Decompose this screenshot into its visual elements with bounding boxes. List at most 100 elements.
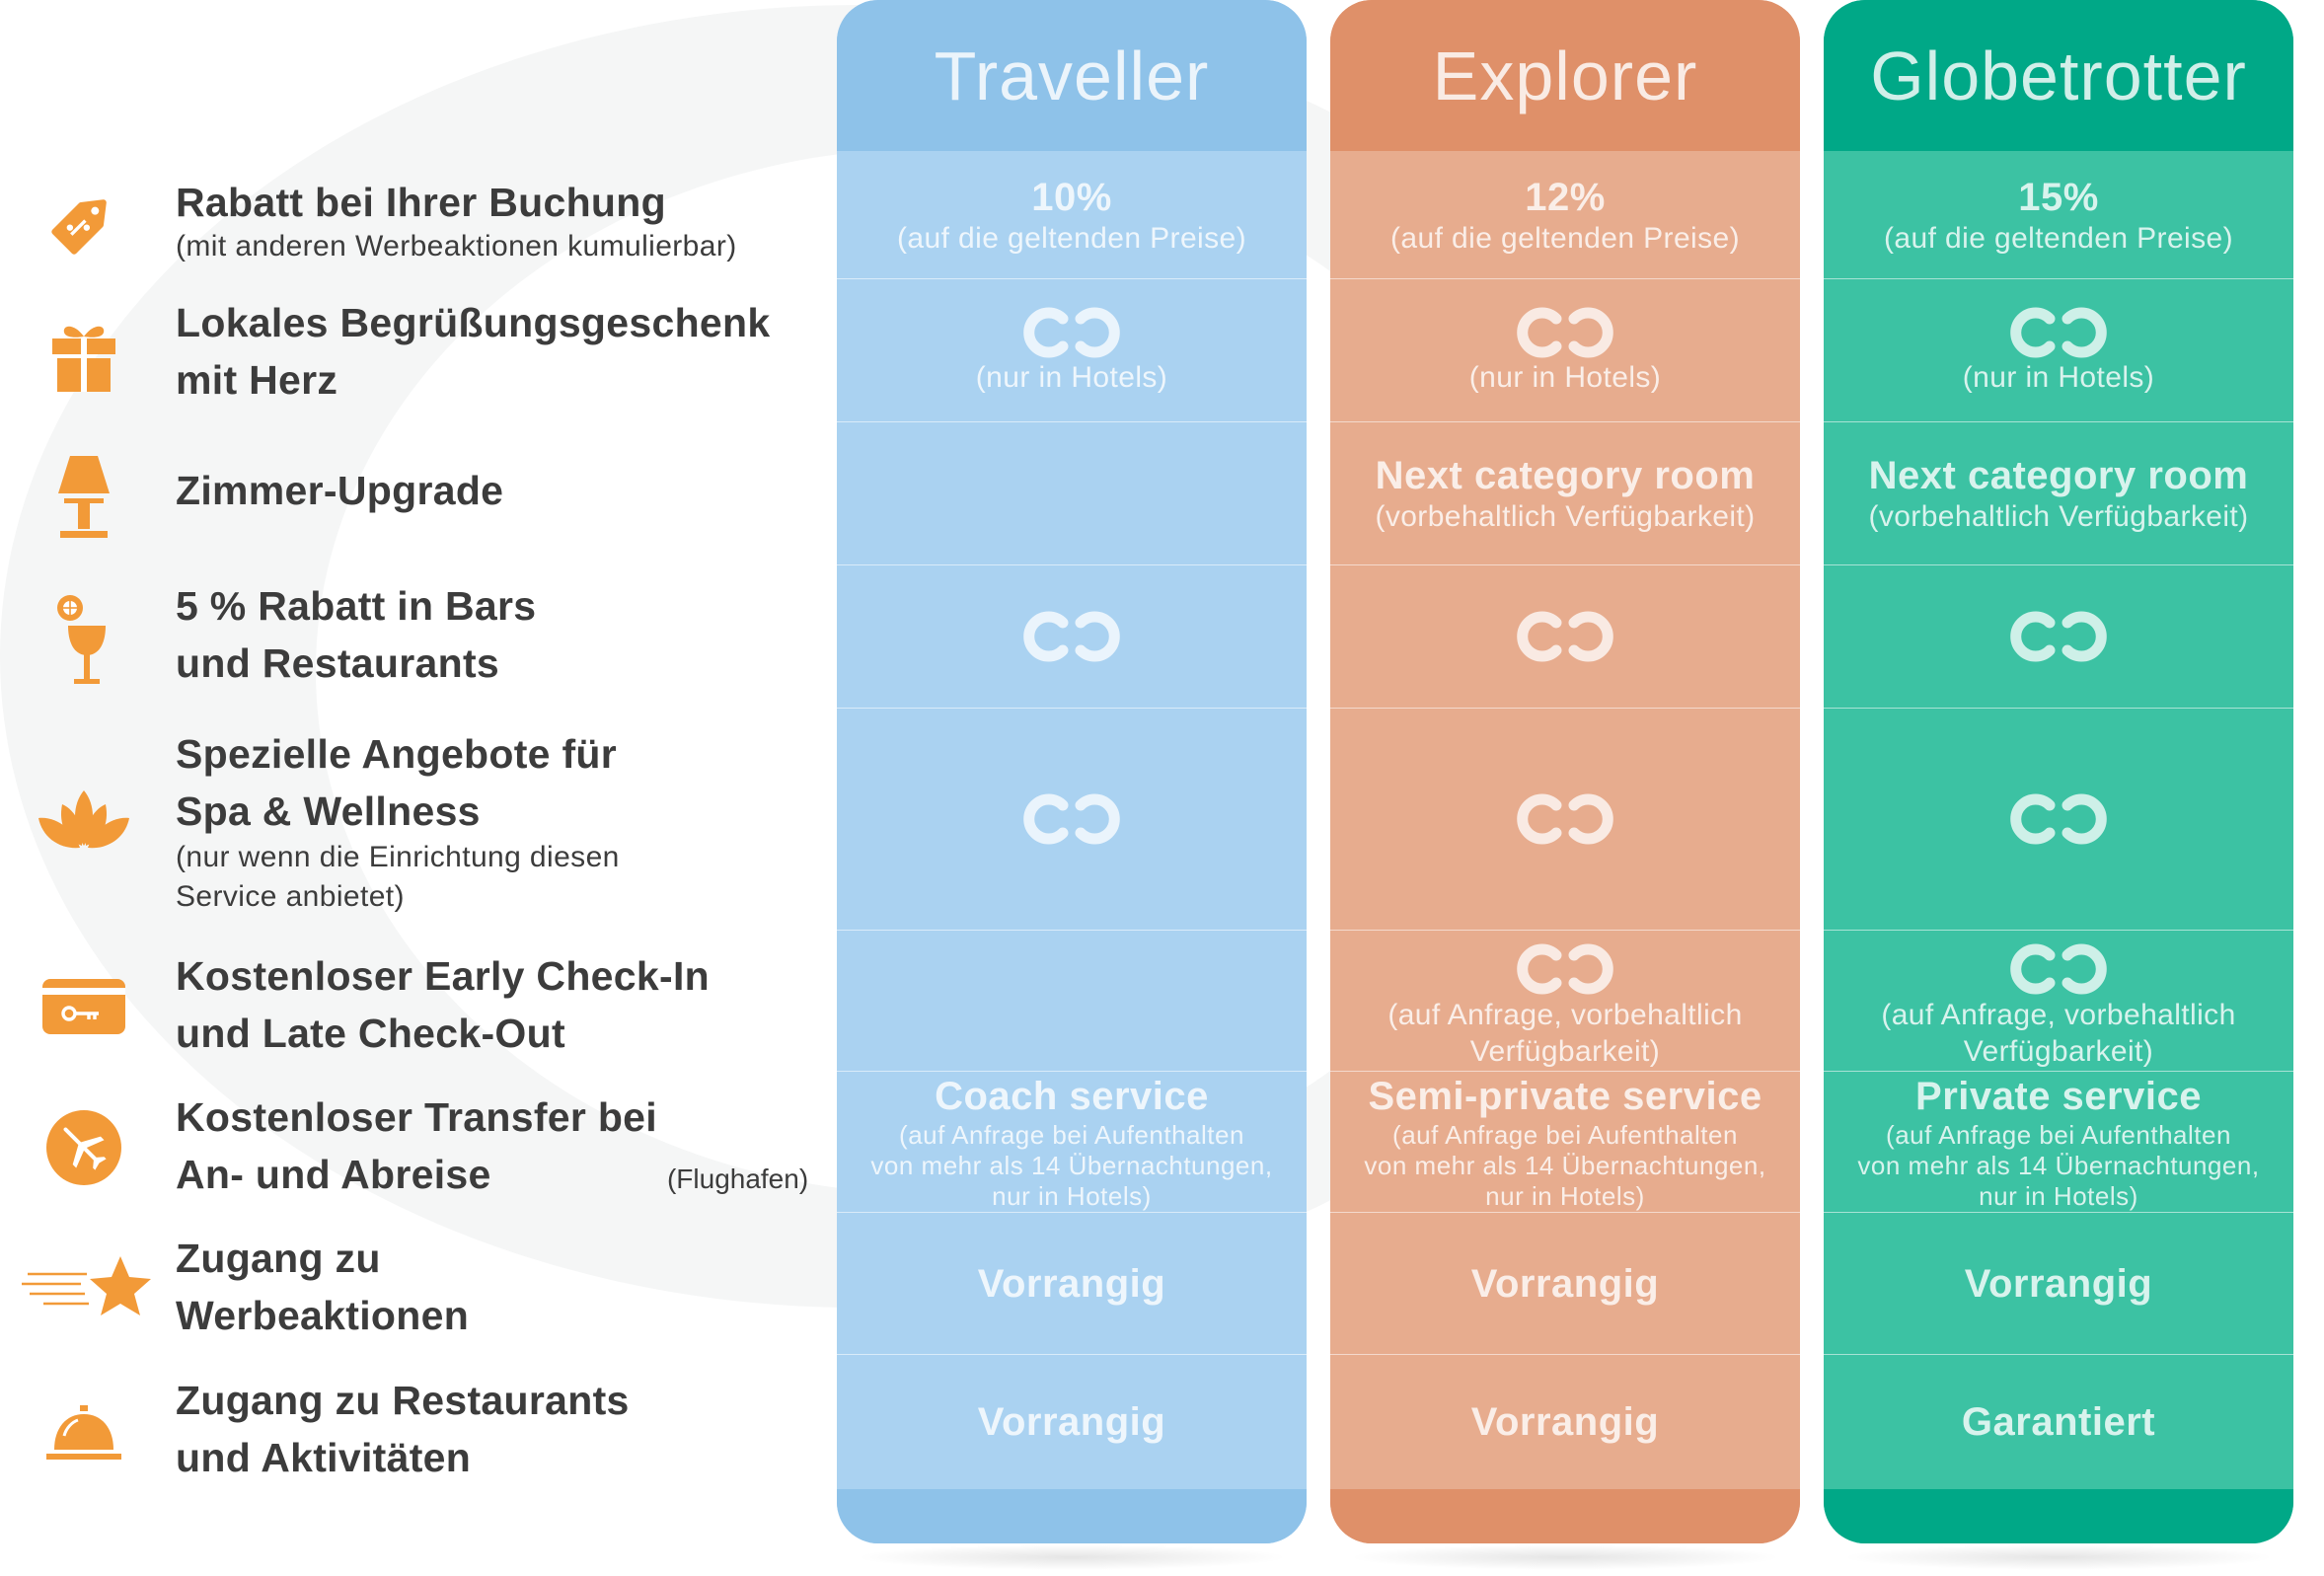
discount-value: 15% [2018, 175, 2099, 219]
cell-promotions: Vorrangig [1330, 1213, 1800, 1355]
check-icon [1517, 793, 1613, 845]
benefit-subtitle: (nur wenn die Einrichtung diesen Service… [176, 841, 620, 913]
benefit-title: Spezielle Angebote für Spa & Wellness [176, 731, 618, 834]
cell-restaurants: Garantiert [1824, 1355, 2293, 1489]
benefit-label: Zugang zu Werbeaktionen [176, 1230, 469, 1344]
cell-upgrade: Next category room(vorbehaltlich Verfügb… [1824, 422, 2293, 565]
benefit-row-spa: Spezielle Angebote für Spa & Wellness (n… [0, 725, 839, 923]
star-icon [20, 1244, 153, 1333]
benefit-label: Kostenloser Early Check-In und Late Chec… [176, 947, 710, 1062]
cell-bars [1824, 565, 2293, 709]
cell-discount: 12%(auf die geltenden Preise) [1330, 151, 1800, 279]
column-shadow [1841, 1544, 2276, 1570]
tier-header: Globetrotter [1824, 0, 2293, 151]
promotions-value: Vorrangig [1470, 1261, 1660, 1306]
upgrade-note: (vorbehaltlich Verfügbarkeit) [1868, 500, 2249, 533]
tier-name: Explorer [1432, 37, 1698, 114]
cell-spa [1824, 709, 2293, 931]
benefit-note: (Flughafen) [666, 1163, 809, 1194]
transfer-note: (auf Anfrage bei Aufenthalten von mehr a… [1857, 1119, 2260, 1211]
tier-footer [837, 1489, 1307, 1543]
tier-name: Globetrotter [1870, 37, 2247, 114]
benefit-title: Lokales Begrüßungsgeschenk mit Herz [176, 300, 771, 403]
cell-restaurants: Vorrangig [837, 1355, 1307, 1489]
benefit-title: Kostenloser Early Check-In und Late Chec… [176, 953, 710, 1056]
upgrade-value: Next category room [1375, 454, 1756, 497]
cell-discount: 10%(auf die geltenden Preise) [837, 151, 1307, 279]
benefit-label: Kostenloser Transfer bei An- und Abreise… [176, 1088, 808, 1203]
gift-icon [28, 312, 140, 401]
upgrade-note: (vorbehaltlich Verfügbarkeit) [1375, 500, 1756, 533]
promotions-value: Vorrangig [1964, 1261, 2153, 1306]
benefit-row-gift: Lokales Begrüßungsgeschenk mit Herz [0, 294, 839, 417]
transfer-note: (auf Anfrage bei Aufenthalten von mehr a… [1364, 1119, 1766, 1211]
key-card-icon [28, 967, 140, 1046]
check-icon [2010, 793, 2107, 845]
benefit-label: 5 % Rabatt in Bars und Restaurants [176, 577, 536, 692]
benefit-label: Zugang zu Restaurants und Aktivitäten [176, 1372, 630, 1486]
benefit-title: Kostenloser Transfer bei An- und Abreise [176, 1094, 657, 1197]
column-shadow [855, 1544, 1289, 1570]
restaurants-value: Garantiert [1961, 1400, 2156, 1444]
cell-promotions: Vorrangig [837, 1213, 1307, 1355]
cell-checkin [837, 931, 1307, 1072]
benefit-row-checkin: Kostenloser Early Check-In und Late Chec… [0, 947, 839, 1066]
cell-gift: (nur in Hotels) [837, 279, 1307, 422]
cell-gift: (nur in Hotels) [1824, 279, 2293, 422]
cell-upgrade [837, 422, 1307, 565]
column-shadow [1348, 1544, 1782, 1570]
check-icon [2010, 307, 2107, 358]
gift-note: (nur in Hotels) [1962, 361, 2155, 394]
benefit-label: Rabatt bei Ihrer Buchung (mit anderen We… [176, 174, 737, 266]
cell-spa [1330, 709, 1800, 931]
discount-note: (auf die geltenden Preise) [897, 221, 1246, 255]
cell-transfer: Private service(auf Anfrage bei Aufentha… [1824, 1072, 2293, 1213]
tier-footer [1330, 1489, 1800, 1543]
tier-header: Traveller [837, 0, 1307, 151]
tier-body: 12%(auf die geltenden Preise)(nur in Hot… [1330, 151, 1800, 1489]
lamp-icon [28, 449, 140, 543]
benefit-row-restaurants: Zugang zu Restaurants und Aktivitäten [0, 1372, 839, 1495]
transfer-value: Private service [1915, 1074, 2202, 1118]
discount-value: 12% [1525, 175, 1606, 219]
benefit-label: Lokales Begrüßungsgeschenk mit Herz [176, 294, 770, 409]
checkin-note: (auf Anfrage, vorbehaltlich Verfügbarkei… [1387, 999, 1743, 1068]
cell-spa [837, 709, 1307, 931]
discount-note: (auf die geltenden Preise) [1390, 221, 1740, 255]
cell-bars [1330, 565, 1800, 709]
benefit-title: Zugang zu Restaurants und Aktivitäten [176, 1378, 630, 1480]
cell-upgrade: Next category room(vorbehaltlich Verfügb… [1330, 422, 1800, 565]
cell-transfer: Coach service(auf Anfrage bei Aufenthalt… [837, 1072, 1307, 1213]
cell-gift: (nur in Hotels) [1330, 279, 1800, 422]
lotus-icon [28, 780, 140, 859]
transfer-value: Coach service [935, 1074, 1209, 1118]
cell-checkin: (auf Anfrage, vorbehaltlich Verfügbarkei… [1330, 931, 1800, 1072]
gift-note: (nur in Hotels) [975, 361, 1168, 394]
benefit-list: Rabatt bei Ihrer Buchung (mit anderen We… [0, 0, 839, 1576]
cell-checkin: (auf Anfrage, vorbehaltlich Verfügbarkei… [1824, 931, 2293, 1072]
transfer-note: (auf Anfrage bei Aufenthalten von mehr a… [870, 1119, 1273, 1211]
check-icon [1023, 307, 1120, 358]
benefit-row-promotions: Zugang zu Werbeaktionen [0, 1230, 839, 1353]
tier-column-traveller: Traveller 10%(auf die geltenden Preise) (n… [837, 0, 1307, 1543]
check-icon [2010, 611, 2107, 662]
tier-header: Explorer [1330, 0, 1800, 151]
checkin-note: (auf Anfrage, vorbehaltlich Verfügbarkei… [1881, 999, 2236, 1068]
tier-footer [1824, 1489, 2293, 1543]
restaurants-value: Vorrangig [977, 1400, 1166, 1444]
tier-name: Traveller [934, 37, 1210, 114]
benefit-title: Rabatt bei Ihrer Buchung [176, 180, 666, 225]
benefit-label: Zimmer-Upgrade [176, 462, 503, 519]
service-bell-icon [28, 1391, 140, 1475]
check-icon [1517, 943, 1613, 995]
cocktail-glass-icon [28, 587, 140, 691]
tier-body: 10%(auf die geltenden Preise) (nur in Hot… [837, 151, 1307, 1489]
benefit-row-transfer: Kostenloser Transfer bei An- und Abreise… [0, 1088, 839, 1207]
airplane-icon [28, 1098, 140, 1197]
transfer-value: Semi-private service [1368, 1074, 1762, 1118]
check-icon [1517, 307, 1613, 358]
benefit-title: 5 % Rabatt in Bars und Restaurants [176, 583, 537, 686]
benefit-subtitle: (mit anderen Werbeaktionen kumulierbar) [176, 230, 737, 263]
